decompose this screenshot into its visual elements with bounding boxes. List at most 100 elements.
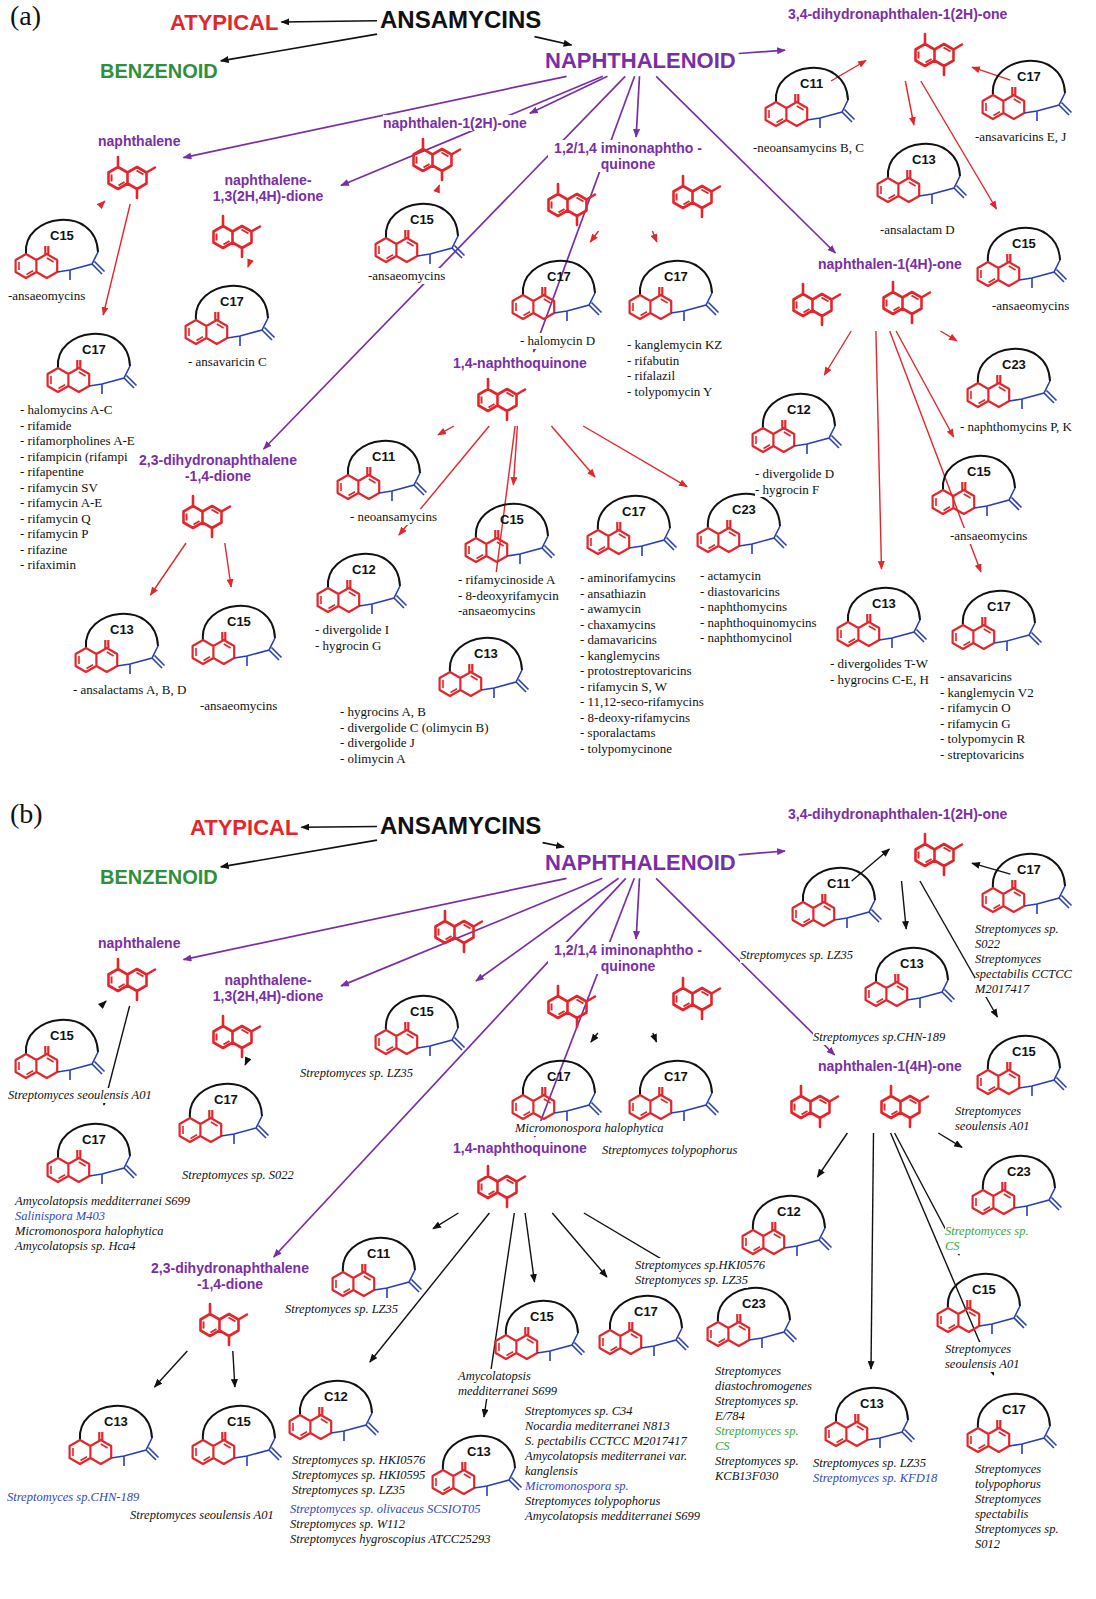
- compound-name: - rifamycin O: [940, 700, 1011, 716]
- core-class-node: 1,2/1,4 iminonaphtho -quinone: [543, 942, 724, 1030]
- producer-strain: Streptomyces sp. KFD18: [813, 1471, 937, 1486]
- compound-name: - rifamycin G: [940, 716, 1011, 732]
- core-structure-use: [549, 986, 596, 1027]
- producer-strain: Streptomyces sp. LZ35: [292, 1483, 405, 1498]
- class-node: ANSAMYCINS: [380, 812, 541, 840]
- core-structure: [408, 133, 464, 183]
- compound-name: -ansaeomycins: [992, 298, 1069, 314]
- ring-size-label: C12: [787, 402, 811, 417]
- ring-size-label: C15: [227, 1414, 251, 1429]
- compound-name: - hygrocin G: [315, 638, 381, 654]
- macrocycle-structure-use: [766, 68, 855, 128]
- macrocycle-structure: [185, 1390, 290, 1472]
- ring-size-label: C17: [664, 269, 688, 284]
- ansamycin-scaffold: C17- aminorifamycins- ansathiazin- awamy…: [580, 480, 685, 562]
- compound-list: - halomycins A-C- rifamide- rifamorpholi…: [20, 402, 138, 573]
- core-class-node: naphthalene-1,3(2H,4H)-dione: [198, 972, 338, 1060]
- macrocycle-structure-use: [978, 1036, 1067, 1096]
- producer-list: Streptomyces sp. LZ35: [285, 1302, 398, 1317]
- ring-size-label: C11: [827, 876, 850, 891]
- compound-name: - ansalactams A, B, D: [73, 682, 186, 698]
- compound-name: - streptovaricins: [940, 747, 1024, 763]
- core-class-node: 1,4-naphthoquinone: [453, 1140, 587, 1210]
- producer-strain: Streptomyces sp. LZ35: [740, 948, 853, 963]
- macrocycle-structure: [975, 45, 1080, 127]
- connector: [583, 426, 687, 487]
- compound-list: - kanglemycin KZ- rifabutin- rifalazil- …: [627, 337, 722, 399]
- ring-size-label: C17: [82, 342, 106, 357]
- producer-strain: Streptomyces sp. HKI0576: [292, 1453, 425, 1468]
- compound-name: - rifampicin (rifampin): [20, 449, 138, 465]
- class-name: NAPHTHALENOID: [545, 48, 736, 73]
- producer-strain: Streptomyces sp. CS: [945, 1224, 1045, 1254]
- category-label: 2,3-dihydronaphthalene -1,4-dione: [140, 1260, 320, 1292]
- macrocycle-structure: [925, 440, 1030, 522]
- ansamycin-scaffold: C13Streptomyces sp. olivaceus SCSIOT05St…: [425, 1420, 530, 1502]
- core-structure-use: [479, 379, 526, 420]
- core-structure: [208, 1010, 264, 1060]
- ansamycin-scaffold: C13Streptomyces sp. LZ35Streptomyces sp.…: [818, 1372, 923, 1454]
- macrocycle-structure: [8, 1004, 113, 1086]
- producer-list: Micromonospora halophytica: [515, 1121, 663, 1136]
- ansamycin-scaffold: C12Streptomyces sp. HKI0576Streptomyces …: [282, 1365, 387, 1447]
- compound-name: - rifaximin: [20, 557, 76, 573]
- ansamycin-scaffold: C12Streptomyces sp.HKI0576Streptomyces s…: [735, 1180, 840, 1262]
- connector: [636, 76, 639, 137]
- core-class-node: naphthalene: [98, 935, 180, 1003]
- compound-name: - kanglemycin V2: [940, 685, 1034, 701]
- macrocycle-structure-use: [513, 1061, 602, 1121]
- core-structure-use: [792, 1086, 839, 1127]
- connector: [155, 1351, 188, 1387]
- macrocycle-structure: [970, 212, 1075, 294]
- macrocycle-structure: [178, 270, 283, 352]
- macrocycle-structure-use: [630, 1061, 719, 1121]
- producer-strain: Streptomyces hygroscopius ATCC25293: [290, 1532, 490, 1547]
- compound-name: - 8-deoxy-rifamycins: [580, 710, 690, 726]
- core-class-node: 1,2/1,4 iminonaphtho -quinone: [543, 140, 724, 228]
- class-node: NAPHTHALENOID: [545, 48, 736, 73]
- compound-name: - divergolide C (olimycin B): [340, 720, 489, 736]
- compound-name: - awamycin: [580, 601, 641, 617]
- macrocycle-structure-use: [193, 606, 282, 666]
- compound-name: - sporalactams: [580, 725, 655, 741]
- producer-list: Streptomyces tolypophorus: [602, 1143, 737, 1158]
- macrocycle-structure: [488, 1285, 593, 1367]
- producer-strain: Amycolatopsis mediterranei var. kanglens…: [525, 1449, 710, 1479]
- macrocycle-structure: [432, 622, 537, 704]
- class-name: BENZENOID: [100, 866, 218, 889]
- ring-size-label: C12: [777, 1204, 801, 1219]
- core-class-node: naphthalen-1(4H)-one: [788, 256, 962, 328]
- connector: [264, 76, 626, 449]
- compound-name: - rifamycin Q: [20, 511, 91, 527]
- producer-strain: Streptomyces sp. S022: [182, 1168, 294, 1183]
- core-structure-use: [214, 216, 261, 257]
- compound-list: - actamycin- diastovaricins- naphthomyci…: [700, 568, 817, 646]
- connector: [591, 1033, 598, 1042]
- core-structure-use: [109, 157, 156, 198]
- ring-size-label: C13: [860, 1396, 884, 1411]
- class-name: ATYPICAL: [170, 10, 278, 35]
- producer-list: Streptomyces tolypophorusStreptomyces sp…: [975, 1462, 1070, 1552]
- ring-size-label: C23: [732, 502, 756, 517]
- core-class-node: 1,4-naphthoquinone: [453, 355, 587, 423]
- compound-list: - ansavaricins- kanglemycin V2- rifamyci…: [940, 669, 1034, 762]
- producer-strain: Streptomyces seoulensis A01: [8, 1088, 152, 1103]
- ring-size-label: C17: [82, 1132, 106, 1147]
- ansamycin-scaffold: C13-ansalactam D: [870, 128, 975, 210]
- ring-size-label: C17: [987, 599, 1011, 614]
- ring-size-label: C13: [912, 152, 936, 167]
- compound-name: - rifazine: [20, 542, 67, 558]
- macrocycle-structure-use: [938, 1274, 1027, 1334]
- category-label: 1,2/1,4 iminonaphtho -quinone: [548, 942, 708, 974]
- compound-list: - ansavaricin C: [188, 354, 267, 370]
- ansamycin-scaffold: C15-ansaeomycins: [925, 440, 1030, 522]
- macrocycle-structure: [368, 188, 473, 270]
- macrocycle-structure-use: [953, 591, 1042, 651]
- compound-name: - kanglemycins: [580, 648, 660, 664]
- macrocycle-structure-use: [376, 204, 465, 264]
- ansamycin-scaffold: C17Streptomyces tolypophorus: [622, 1045, 727, 1127]
- producer-list: Streptomyces sp.CHN-189: [813, 1030, 945, 1045]
- category-label: naphthalen-1(4H)-one: [818, 256, 962, 272]
- compound-name: -ansalactam D: [880, 222, 955, 238]
- macrocycle-structure-use: [793, 868, 882, 928]
